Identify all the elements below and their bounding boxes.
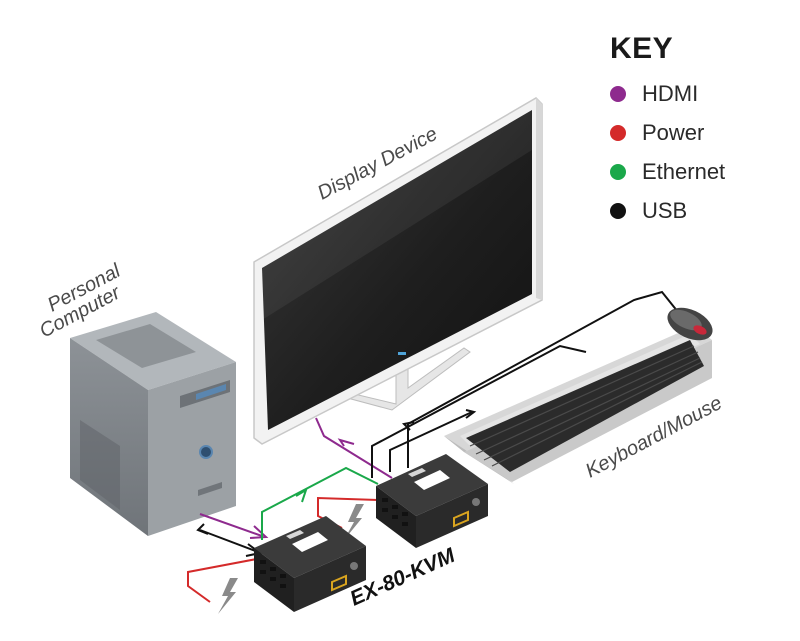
legend-item-power: Power	[610, 113, 725, 152]
hdmi-swatch	[610, 85, 626, 102]
monitor-screen	[262, 110, 532, 430]
mouse	[667, 307, 713, 341]
legend: KEY HDMI Power Ethernet USB	[610, 32, 725, 230]
ethernet-swatch	[610, 163, 626, 180]
power-swatch	[610, 124, 626, 141]
hdmi-cable-rx-to-display	[315, 417, 393, 479]
legend-title: KEY	[610, 32, 674, 65]
monitor-stand	[338, 347, 471, 411]
ethernet-cable	[261, 466, 379, 540]
power-bolt-icon-rx	[344, 504, 364, 540]
power-button-icon	[199, 445, 213, 459]
keyboard	[444, 326, 712, 484]
power-bolt-icon-tx	[218, 578, 238, 614]
usb-swatch	[610, 202, 626, 219]
ex80-receiver	[376, 454, 488, 548]
personal-computer	[70, 312, 236, 536]
legend-label: Ethernet	[642, 158, 726, 184]
legend-label: HDMI	[642, 80, 699, 106]
usb-cable-rx-to-mouse	[401, 290, 679, 468]
legend-label: USB	[642, 197, 688, 223]
keyboard-keys	[466, 340, 704, 472]
power-cable-tx	[187, 557, 263, 603]
usb-cable-pc-to-tx	[196, 523, 263, 557]
display-device	[253, 97, 543, 445]
tower-front	[148, 362, 236, 536]
cables	[187, 290, 679, 603]
hdmi-cable-pc-to-tx	[199, 513, 269, 539]
legend-item-ethernet: Ethernet	[610, 152, 725, 191]
tower-vent	[96, 324, 196, 368]
legend-label: Power	[642, 119, 705, 145]
usb-cable-rx-to-keyboard	[371, 344, 587, 478]
legend-item-hdmi: HDMI	[610, 74, 725, 113]
ex80-transmitter	[254, 516, 366, 612]
monitor-logo	[398, 352, 406, 355]
legend-item-usb: USB	[610, 191, 725, 230]
